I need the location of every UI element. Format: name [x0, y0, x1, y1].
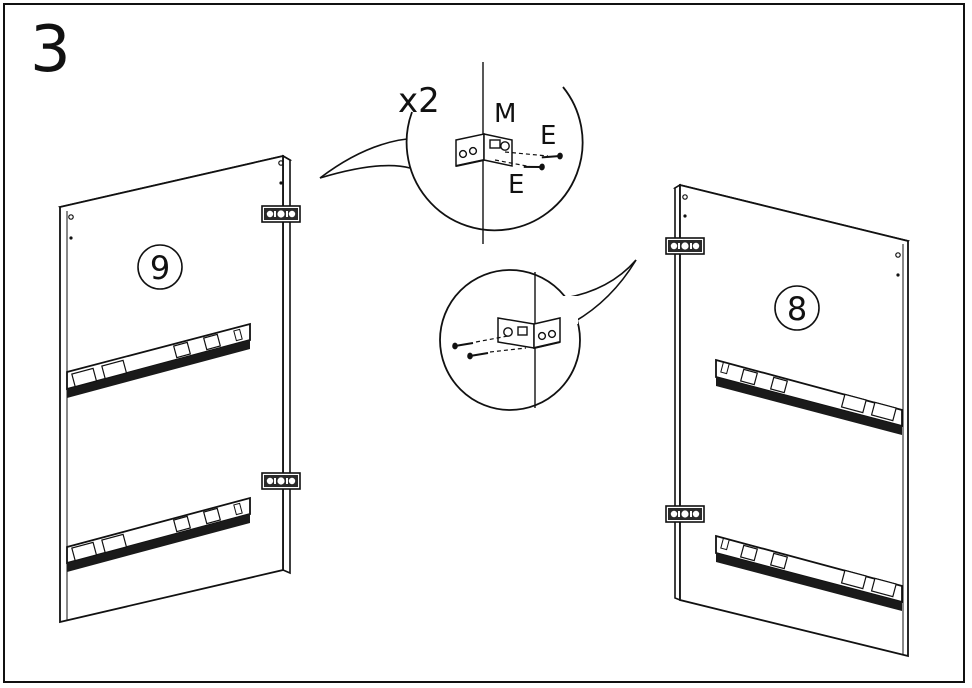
step-number: 3 [30, 13, 71, 87]
panel-number-left: 9 [150, 249, 170, 287]
drawer-rail-lower [66, 496, 251, 572]
detail-callout-top: x2 M E E [319, 62, 584, 244]
step-frame [3, 3, 965, 683]
cam-bracket-lower-left [261, 472, 301, 490]
cam-bracket-upper-left [261, 205, 301, 223]
panel-number-badge-right [774, 285, 820, 331]
part-label-e-upper: E [540, 121, 556, 151]
drawer-rail-lower-right [715, 534, 903, 611]
cam-bracket-upper-right [665, 237, 705, 255]
left-panel: 9 [57, 154, 301, 624]
part-label-e-lower: E [508, 170, 524, 200]
part-label-m: M [494, 99, 516, 129]
right-panel: 8 [665, 183, 911, 658]
drawer-rail-upper-right [715, 358, 903, 435]
panel-number-badge-left [137, 244, 183, 290]
panel-number-right: 8 [787, 290, 807, 328]
quantity-label: x2 [398, 81, 440, 121]
drawer-rail-upper [66, 322, 251, 398]
cam-bracket-lower-right [665, 505, 705, 523]
detail-callout-middle [439, 259, 637, 411]
